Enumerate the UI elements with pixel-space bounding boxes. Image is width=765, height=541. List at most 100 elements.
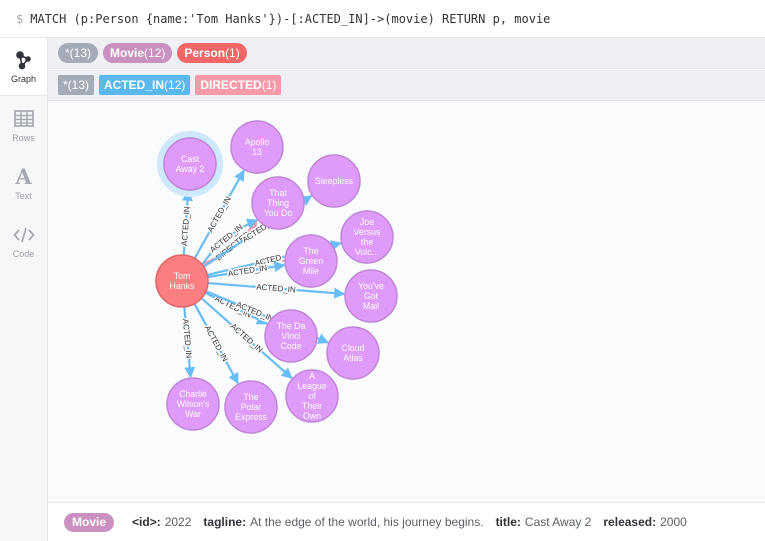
text-icon: A	[15, 163, 32, 189]
node-circle[interactable]	[340, 210, 394, 264]
node-caption: Sleepless	[315, 176, 354, 186]
node-circle[interactable]	[155, 254, 209, 308]
node-circle[interactable]	[307, 154, 361, 208]
node-sleepless[interactable]: Sleepless	[307, 154, 361, 208]
relationship-label: ACTED_IN	[180, 206, 192, 246]
relationship-acted-in[interactable]: ACTED_IN	[193, 303, 239, 385]
code-icon	[12, 224, 35, 246]
relationship-acted-in[interactable]: ACTED_IN	[179, 306, 196, 379]
relationship-label: ACTED_IN	[227, 263, 268, 278]
rel-type-all[interactable]: *(13)	[58, 75, 95, 95]
relationship-arrow[interactable]	[193, 303, 239, 385]
query-prompt: $	[16, 11, 24, 26]
inspector-id-value: 2022	[164, 515, 192, 529]
view-tab-text[interactable]: A Text	[0, 154, 47, 212]
node-label-person-name: Person	[184, 46, 226, 60]
relationship-arrow[interactable]	[207, 281, 346, 299]
node-label-movie-count: (12)	[144, 46, 166, 60]
node-label-person[interactable]: Person(1)	[177, 43, 247, 63]
relationship-label: ACTED_IN	[206, 195, 233, 234]
relationship-arrow[interactable]	[204, 291, 268, 325]
node-circle[interactable]	[285, 369, 339, 423]
rel-type-acted-in[interactable]: ACTED_IN(12)	[99, 75, 191, 95]
inspector-bar: Movie <id>: 2022 tagline: At the edge of…	[48, 502, 765, 541]
inspector-released-value: 2000	[660, 515, 687, 529]
rel-type-directed[interactable]: DIRECTED(1)	[195, 75, 282, 95]
node-label-all-name: *	[65, 46, 70, 60]
graph-icon	[13, 49, 35, 71]
node-label-all-count: (13)	[69, 46, 92, 60]
view-tab-code-label: Code	[12, 248, 35, 259]
node-circle[interactable]	[163, 137, 217, 191]
view-tab-text-label: Text	[15, 190, 32, 201]
inspector-title-value: Cast Away 2	[524, 515, 592, 529]
relationship-acted-in[interactable]: ACTED_IN	[178, 189, 193, 256]
relationship-arrow[interactable]	[193, 169, 245, 259]
relationship-label: ACTED_IN	[203, 324, 230, 363]
node-circle[interactable]	[166, 377, 220, 431]
rel-type-all-count: (13)	[67, 78, 90, 92]
node-label-bar: *(13) Movie(12) Person(1)	[48, 38, 765, 69]
rel-type-directed-count: (1)	[261, 78, 277, 92]
node-circle[interactable]	[251, 176, 305, 230]
query-text[interactable]: MATCH (p:Person {name:'Tom Hanks'})-[:AC…	[30, 11, 551, 26]
inspector-released-key: released:	[603, 515, 657, 529]
view-tab-code[interactable]: Code	[0, 212, 47, 270]
relationship-arrow[interactable]	[200, 297, 293, 379]
node-circle[interactable]	[284, 234, 338, 288]
relationship-arrow[interactable]	[201, 218, 259, 266]
table-icon	[13, 108, 35, 130]
inspector-title-key: title:	[495, 515, 521, 529]
query-editor[interactable]: $ MATCH (p:Person {name:'Tom Hanks'})-[:…	[0, 0, 765, 38]
node-circle[interactable]	[344, 269, 398, 323]
node-circle[interactable]	[326, 326, 380, 380]
node-label-movie-name: Movie	[110, 46, 145, 60]
node-circle[interactable]	[264, 309, 318, 363]
view-tab-rows-label: Rows	[12, 132, 35, 143]
view-tab-rows[interactable]: Rows	[0, 96, 47, 154]
node-circle[interactable]	[230, 120, 284, 174]
relationship-label: ACTED_IN	[256, 282, 296, 294]
inspector-label-pill[interactable]: Movie	[64, 512, 115, 532]
view-sidebar: Graph Rows A Text	[0, 38, 48, 541]
node-label-all[interactable]: *(13)	[58, 43, 99, 63]
inspector-tagline-value: At the edge of the world, his journey be…	[250, 515, 484, 529]
relationship-arrow[interactable]	[207, 261, 286, 279]
relationship-type-bar: *(13) ACTED_IN(12) DIRECTED(1)	[48, 70, 765, 101]
view-tab-graph-label: Graph	[10, 74, 36, 84]
node-label-movie[interactable]: Movie(12)	[103, 43, 173, 63]
relationship-acted-in[interactable]: ACTED_IN	[207, 261, 286, 280]
view-tab-graph[interactable]: Graph	[0, 38, 47, 96]
relationship-arrow[interactable]	[183, 306, 196, 379]
node-circle[interactable]	[224, 380, 278, 434]
relationship-label: ACTED_IN	[181, 318, 194, 358]
rel-type-all-name: *	[63, 78, 68, 92]
